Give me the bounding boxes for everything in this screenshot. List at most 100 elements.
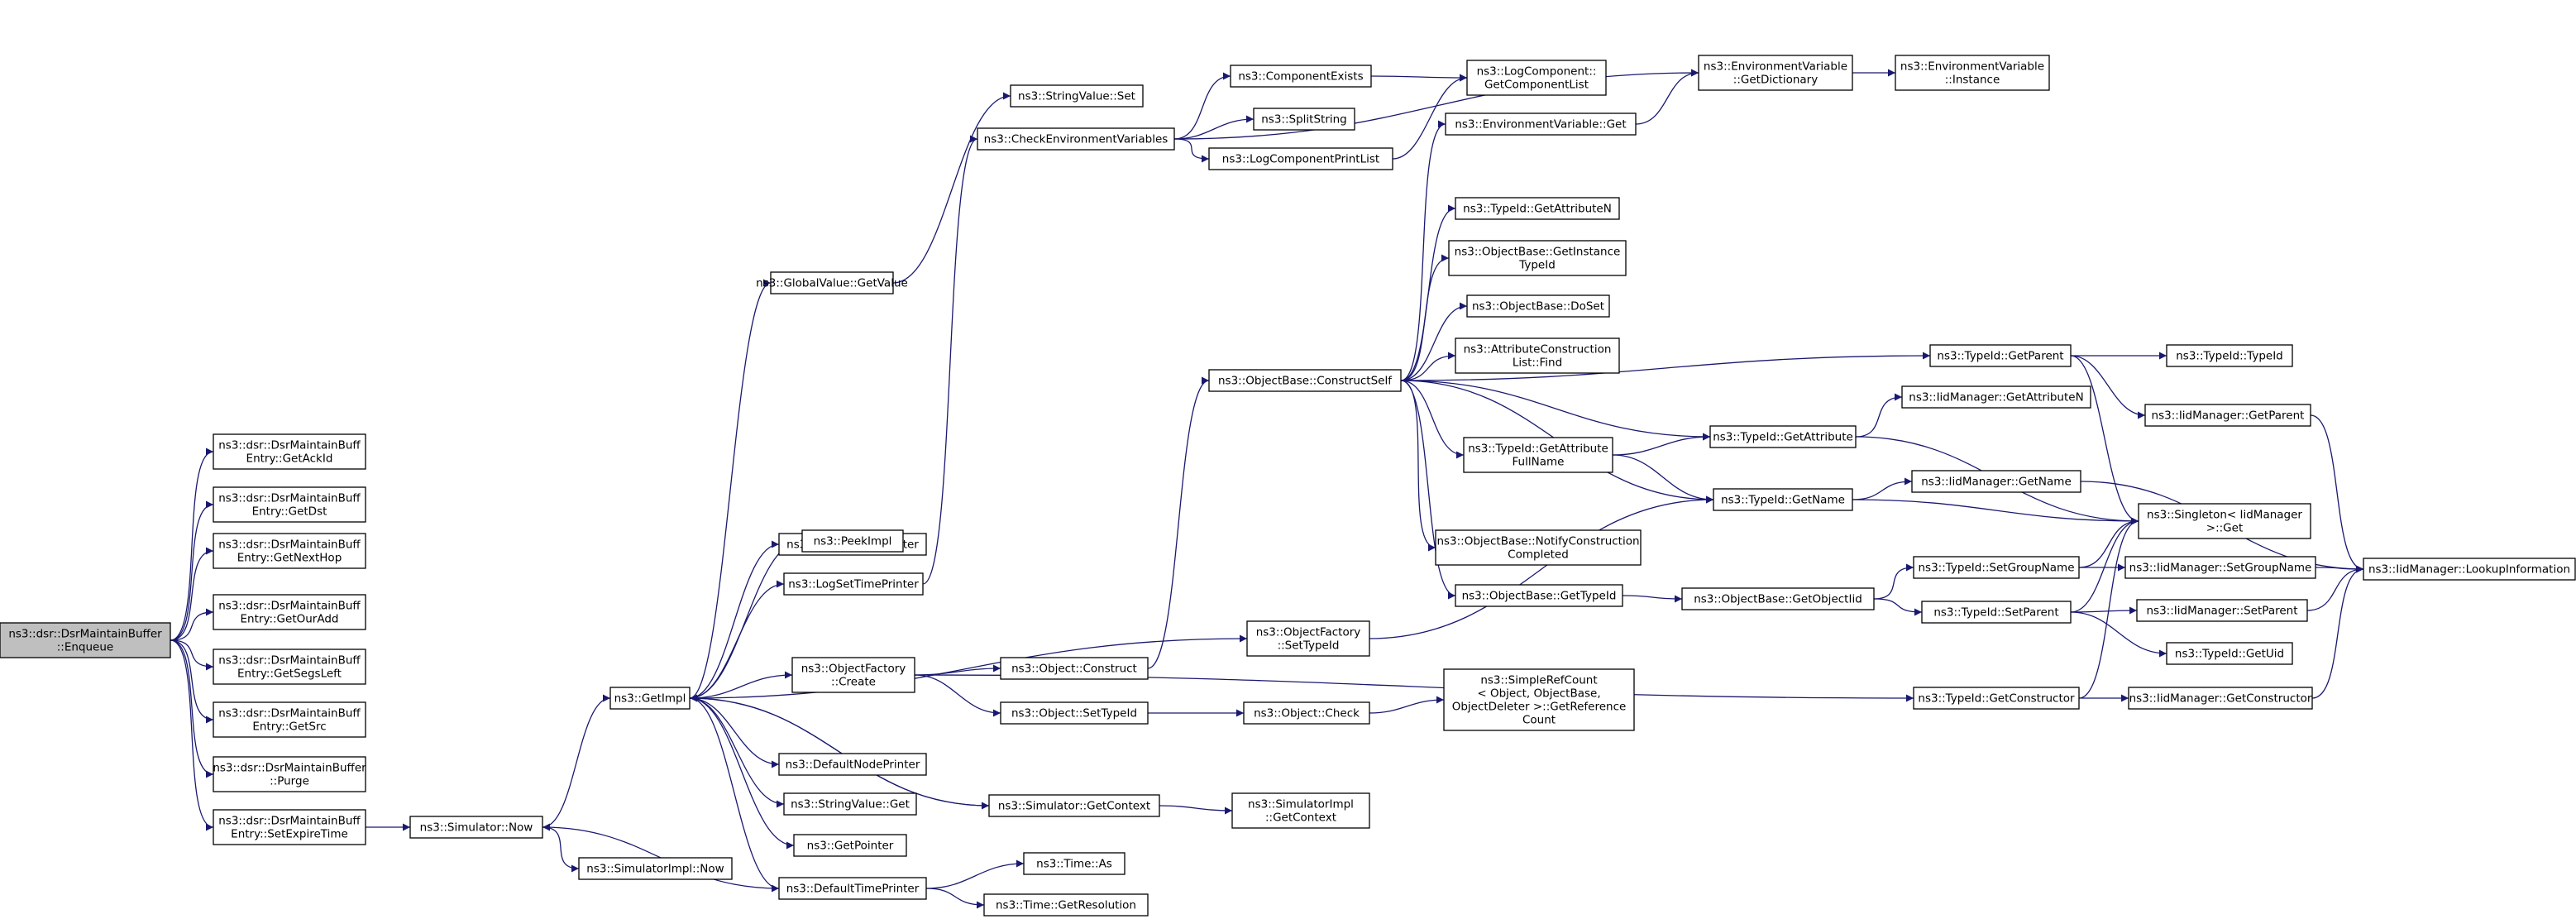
edge-checkenv-to-componentexists (1173, 72, 1231, 140)
node-label: ns3::TypeId::GetUid (2175, 648, 2284, 661)
node-box (1455, 337, 1620, 374)
node-box (578, 857, 733, 880)
edge-objectconstruct-to-constructself (1147, 376, 1210, 669)
node-constructself[interactable]: ns3::ObjectBase::ConstructSelf (1208, 369, 1402, 392)
node-simimplgetcontext[interactable]: ns3::SimulatorImpl::GetContext (1231, 792, 1370, 829)
node-box (770, 271, 894, 294)
node-box (1466, 60, 1607, 96)
node-label: ns3::IidManager::SetParent (2147, 605, 2298, 618)
node-objectsettypeid[interactable]: ns3::Object::SetTypeId (1000, 701, 1149, 725)
node-iidsetgroupname[interactable]: ns3::IidManager::SetGroupName (2124, 556, 2316, 579)
node-label: Count (1522, 714, 1556, 727)
node-typeidgetattributen[interactable]: ns3::TypeId::GetAttributeN (1455, 197, 1620, 220)
node-componentexists[interactable]: ns3::ComponentExists (1230, 65, 1372, 88)
node-defaultnodeprinter[interactable]: ns3::DefaultNodePrinter (778, 753, 927, 776)
node-stringvalueget[interactable]: ns3::StringValue::Get (783, 792, 917, 816)
node-iidgetconstructor[interactable]: ns3::IidManager::GetConstructor (2128, 687, 2313, 710)
node-envgetdict[interactable]: ns3::EnvironmentVariable::GetDictionary (1698, 55, 1853, 91)
node-box (801, 529, 904, 553)
node-objectconstruct[interactable]: ns3::Object::Construct (1000, 657, 1149, 680)
edge-getimpl-to-objfactorycreate (689, 671, 793, 699)
node-objectcheck[interactable]: ns3::Object::Check (1243, 701, 1370, 725)
node-typeidsetparent[interactable]: ns3::TypeId::SetParent (1921, 601, 2072, 624)
edge-logcomponentprintlist-to-getcomponentlist (1392, 74, 1468, 160)
node-enqueue[interactable]: ns3::dsr::DsrMaintainBuffer::Enqueue (0, 622, 171, 658)
edge-constructself-to-attrconstructionfind (1400, 352, 1456, 381)
node-box (1208, 369, 1402, 392)
node-timegetresolution[interactable]: ns3::Time::GetResolution (983, 893, 1149, 917)
node-notifyconstruction[interactable]: ns3::ObjectBase::NotifyConstructionCompl… (1435, 529, 1642, 566)
node-box (1895, 55, 2050, 91)
node-getpointer[interactable]: ns3::GetPointer (793, 834, 907, 857)
node-checkenv[interactable]: ns3::CheckEnvironmentVariables (977, 127, 1175, 151)
edge-enqueue-to-getackid (170, 448, 214, 641)
node-label: ns3::EnvironmentVariable (1900, 60, 2044, 74)
node-typeidsetgroupname[interactable]: ns3::TypeId::SetGroupName (1913, 556, 2080, 579)
node-typeidgetattribute[interactable]: ns3::TypeId::GetAttribute (1709, 425, 1857, 448)
node-simimplnow[interactable]: ns3::SimulatorImpl::Now (578, 857, 733, 880)
node-objbasegettypeid[interactable]: ns3::ObjectBase::GetTypeId (1455, 584, 1623, 607)
edge-getimpl-to-logsetnodeprinter (689, 540, 780, 699)
node-objfactorysettypeid[interactable]: ns3::ObjectFactory::SetTypeId (1246, 620, 1370, 657)
node-purge[interactable]: ns3::dsr::DsrMaintainBuffer::Purge (213, 756, 366, 792)
edge-constructself-to-objbasegettypeid (1400, 380, 1456, 600)
node-simplerefcount[interactable]: ns3::SimpleRefCount< Object, ObjectBase,… (1443, 668, 1635, 731)
node-simnow[interactable]: ns3::Simulator::Now (409, 816, 543, 839)
node-logcomponentprintlist[interactable]: ns3::LogComponentPrintList (1208, 147, 1393, 170)
node-box (2363, 558, 2576, 581)
node-iidsetparent[interactable]: ns3::IidManager::SetParent (2136, 599, 2308, 622)
node-timeas[interactable]: ns3::Time::As (1023, 852, 1126, 875)
node-getouradd[interactable]: ns3::dsr::DsrMaintainBuffEntry::GetOurAd… (213, 594, 366, 630)
node-singletonget[interactable]: ns3::Singleton< IidManager>::Get (2138, 503, 2311, 539)
node-getobjectiid[interactable]: ns3::ObjectBase::GetObjectIid (1681, 587, 1875, 610)
node-getcomponentlist[interactable]: ns3::LogComponent::GetComponentList (1466, 60, 1607, 96)
node-setexpiretime[interactable]: ns3::dsr::DsrMaintainBuffEntry::SetExpir… (213, 809, 366, 845)
node-envinstance[interactable]: ns3::EnvironmentVariable::Instance (1895, 55, 2050, 91)
node-doset[interactable]: ns3::ObjectBase::DoSet (1466, 294, 1610, 318)
node-label: ns3::SplitString (1261, 113, 1347, 127)
node-label: ns3::ObjectBase::NotifyConstruction (1436, 535, 1639, 548)
node-label: ns3::PeekImpl (814, 535, 892, 548)
node-label: ns3::ObjectBase::DoSet (1472, 300, 1604, 314)
node-box (213, 594, 366, 630)
node-label: ns3::SimulatorImpl (1248, 798, 1354, 811)
node-simgetcontext[interactable]: ns3::Simulator::GetContext (988, 794, 1160, 817)
node-iidgetattributen[interactable]: ns3::IidManager::GetAttributeN (1901, 385, 2091, 409)
node-typeidgetparent[interactable]: ns3::TypeId::GetParent (1929, 344, 2072, 367)
node-iidlookupinfo[interactable]: ns3::IidManager::LookupInformation (2363, 558, 2576, 581)
node-objfactorycreate[interactable]: ns3::ObjectFactory::Create (791, 657, 915, 693)
node-typeidgetuid[interactable]: ns3::TypeId::GetUid (2166, 642, 2293, 665)
node-envget[interactable]: ns3::EnvironmentVariable::Get (1445, 112, 1637, 136)
node-box (213, 533, 366, 569)
node-typeidgetname[interactable]: ns3::TypeId::GetName (1713, 488, 1853, 511)
node-label: ns3::GetImpl (614, 692, 686, 706)
node-getsegsleft[interactable]: ns3::dsr::DsrMaintainBuffEntry::GetSegsL… (213, 649, 366, 685)
node-iidgetname[interactable]: ns3::IidManager::GetName (1911, 470, 2081, 493)
edge-defaulttimeprinter-to-timegetresolution (925, 888, 985, 909)
node-stringvalueset[interactable]: ns3::StringValue::Set (1010, 84, 1144, 108)
node-getnexthop[interactable]: ns3::dsr::DsrMaintainBuffEntry::GetNextH… (213, 533, 366, 569)
node-defaulttimeprinter[interactable]: ns3::DefaultTimePrinter (778, 877, 927, 900)
node-box (1208, 147, 1393, 170)
node-peekimpl[interactable]: ns3::PeekImpl (801, 529, 904, 553)
node-label: ::Create (831, 676, 876, 689)
edge-getimpl-to-globalgetvalue (689, 279, 772, 699)
node-globalgetvalue[interactable]: ns3::GlobalValue::GetValue (756, 271, 908, 294)
node-typeidgetconstructor[interactable]: ns3::TypeId::GetConstructor (1913, 687, 2080, 710)
node-box (1455, 584, 1623, 607)
node-typeidtypeid[interactable]: ns3::TypeId::TypeId (2166, 344, 2293, 367)
edge-simgetcontext-to-getimpl (689, 694, 990, 807)
node-splitstring[interactable]: ns3::SplitString (1253, 108, 1355, 131)
node-label: ns3::ObjectFactory (1256, 626, 1361, 639)
node-label: ns3::TypeId::GetParent (1937, 350, 2063, 363)
node-iidgetparent[interactable]: ns3::IidManager::GetParent (2144, 404, 2311, 427)
node-logsettimeprinter[interactable]: ns3::LogSetTimePrinter (783, 572, 924, 596)
node-getimpl[interactable]: ns3::GetImpl (609, 687, 691, 710)
node-label: ns3::ObjectBase::ConstructSelf (1218, 375, 1393, 388)
